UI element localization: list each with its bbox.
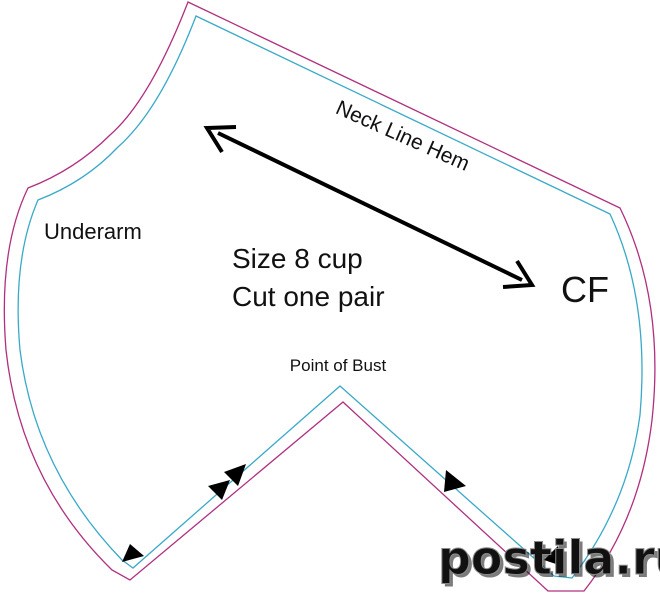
cut-line-outline — [3, 1, 656, 592]
grainline-arrow — [203, 125, 536, 289]
cut-instruction-label: Cut one pair — [232, 281, 385, 312]
underarm-label: Underarm — [44, 219, 142, 244]
bust-point-label: Point of Bust — [290, 356, 387, 375]
notch-marker — [544, 546, 562, 566]
center-front-label: CF — [561, 269, 609, 310]
arrow-head-left — [203, 125, 237, 154]
seam-line-outline — [17, 15, 643, 579]
watermark-text: postila.ru — [438, 531, 660, 585]
size-label: Size 8 cup — [232, 243, 363, 274]
arrow-head-right — [502, 259, 536, 289]
watermark-shadow: postila.ru — [441, 534, 660, 588]
watermark: postila.ru postila.ru — [438, 531, 660, 589]
neckline-label: Neck Line Hem — [332, 96, 473, 175]
notch-marker — [122, 544, 144, 562]
notch-marker — [444, 470, 466, 492]
notch-marker — [224, 464, 246, 486]
notch-marker — [208, 480, 230, 500]
